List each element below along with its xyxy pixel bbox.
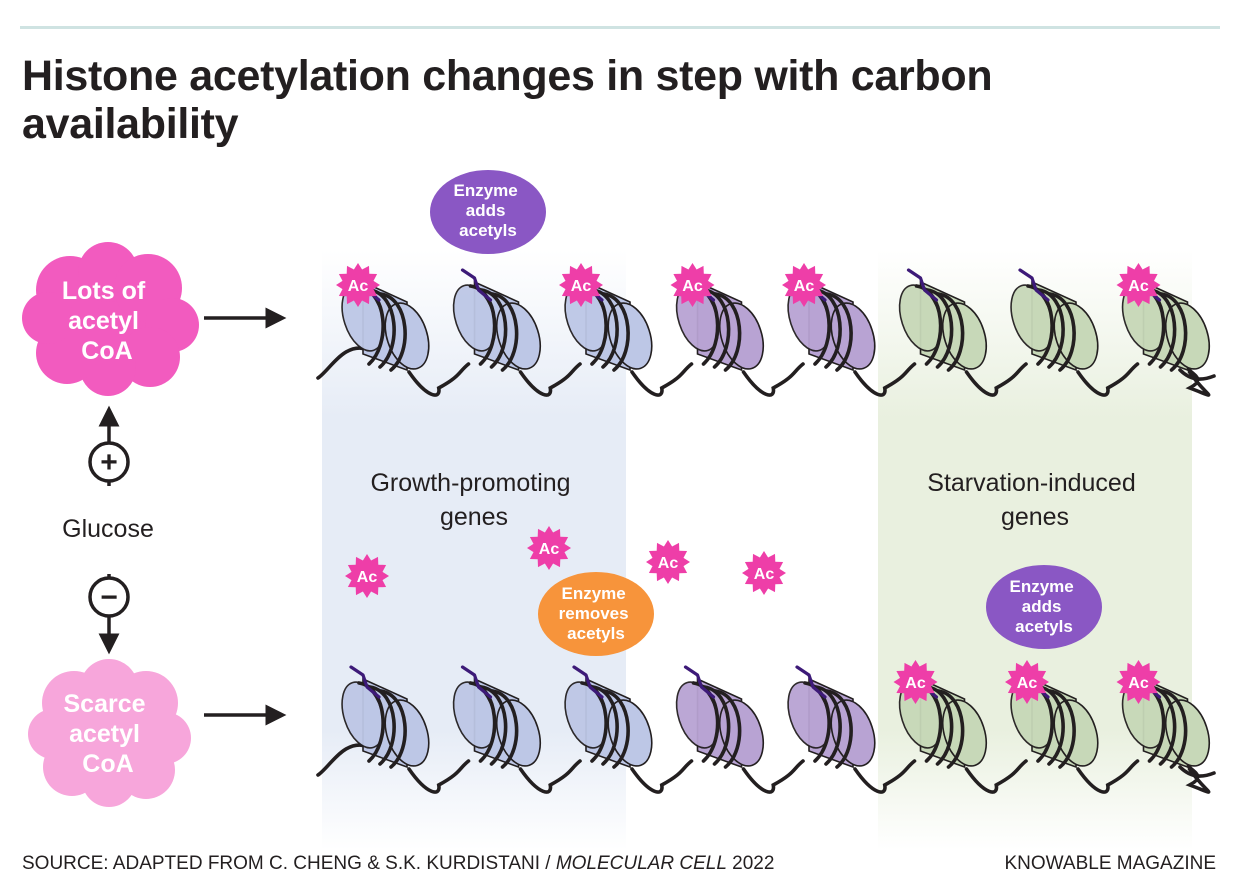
svg-text:Ac: Ac — [682, 278, 703, 295]
nucleosome: Ac — [1116, 660, 1211, 769]
linker-dna — [316, 743, 1211, 794]
nucleosome: Ac — [782, 263, 876, 372]
svg-text:Enzyme adds acetyl: Enzyme adds acetyls — [454, 181, 523, 240]
svg-text:Ac: Ac — [1017, 675, 1038, 692]
svg-text:Ac: Ac — [348, 278, 369, 295]
publisher-credit: KNOWABLE MAGAZINE — [1004, 853, 1217, 874]
nucleosome — [452, 268, 542, 372]
enzyme-adds-acetyls-bottom: Enzyme adds acetyls — [986, 565, 1102, 649]
page-title: Histone acetylation changes in step with… — [22, 52, 993, 148]
acetyl-mark: Ac — [1005, 660, 1049, 704]
nucleosome: Ac — [1116, 263, 1211, 372]
nucleosome: Ac — [559, 263, 653, 372]
acetyl-mark: Ac — [1116, 263, 1161, 307]
nucleosome: Ac — [670, 263, 765, 372]
source-credit: SOURCE: ADAPTED FROM C. CHENG & S.K. KUR… — [22, 853, 775, 874]
nucleosome — [452, 665, 542, 769]
linker-dna-end — [1178, 765, 1216, 778]
svg-text:Ac: Ac — [794, 278, 815, 295]
nucleosome: Ac — [336, 263, 430, 372]
nucleosome: Ac — [1005, 660, 1099, 769]
acetyl-mark: Ac — [782, 263, 826, 307]
svg-text:Ac: Ac — [539, 541, 560, 558]
starvation-genes-label: Starvation-induced genes — [927, 469, 1142, 531]
nucleosome: Ac — [893, 660, 988, 769]
plus-circle-icon: + — [88, 441, 130, 483]
free-acetyl: Ac — [646, 540, 690, 584]
high-acetyl-coa-cloud: Lots of acetyl CoA — [22, 242, 199, 396]
glucose-label: Glucose — [62, 515, 154, 543]
svg-text:+: + — [100, 446, 118, 479]
enzyme-removes-acetyls: Enzyme removes acetyls — [538, 572, 654, 656]
free-acetyl: Ac — [345, 554, 389, 598]
glucose-regulation: + − Glucose — [62, 405, 154, 655]
svg-text:Ac: Ac — [658, 555, 679, 572]
svg-text:Ac: Ac — [754, 566, 775, 583]
linker-dna-end — [1178, 368, 1216, 381]
svg-text:Scarce acetyl CoA: Scarce acetyl CoA — [64, 690, 153, 778]
minus-circle-icon: − — [88, 576, 130, 618]
enzyme-adds-acetyls-top: Enzyme adds acetyls — [430, 170, 546, 254]
nucleosome — [1010, 268, 1099, 372]
nucleosome — [564, 665, 653, 769]
top-accent-line — [20, 26, 1220, 29]
nucleosome — [675, 665, 765, 769]
svg-text:Ac: Ac — [357, 569, 378, 586]
svg-text:Ac: Ac — [1128, 278, 1149, 295]
acetyl-mark: Ac — [670, 263, 715, 307]
top-chromatin-strand: Ac Ac Ac Ac Ac — [316, 263, 1216, 397]
svg-text:Enzyme removes ace: Enzyme removes acetyls — [559, 584, 634, 643]
acetyl-mark: Ac — [336, 263, 380, 307]
acetyl-mark: Ac — [1116, 660, 1161, 704]
free-acetyl: Ac — [742, 551, 786, 595]
acetyl-mark: Ac — [893, 660, 938, 704]
growth-genes-label: Growth-promoting genes — [370, 469, 577, 531]
svg-text:Ac: Ac — [571, 278, 592, 295]
acetyl-mark: Ac — [559, 263, 603, 307]
nucleosome — [787, 665, 876, 769]
nucleosome — [898, 268, 988, 372]
linker-dna — [316, 346, 1211, 397]
svg-text:Lots of acetyl CoA: Lots of acetyl CoA — [62, 277, 152, 365]
low-acetyl-coa-cloud: Scarce acetyl CoA — [28, 659, 191, 807]
free-acetyl: Ac — [527, 526, 571, 570]
svg-text:−: − — [100, 581, 118, 614]
svg-text:Ac: Ac — [1128, 675, 1149, 692]
nucleosome — [341, 665, 430, 769]
svg-text:Enzyme adds acetyl: Enzyme adds acetyls — [1010, 577, 1079, 636]
bottom-chromatin-strand: Ac Ac Ac — [316, 660, 1216, 794]
svg-text:Ac: Ac — [905, 675, 926, 692]
